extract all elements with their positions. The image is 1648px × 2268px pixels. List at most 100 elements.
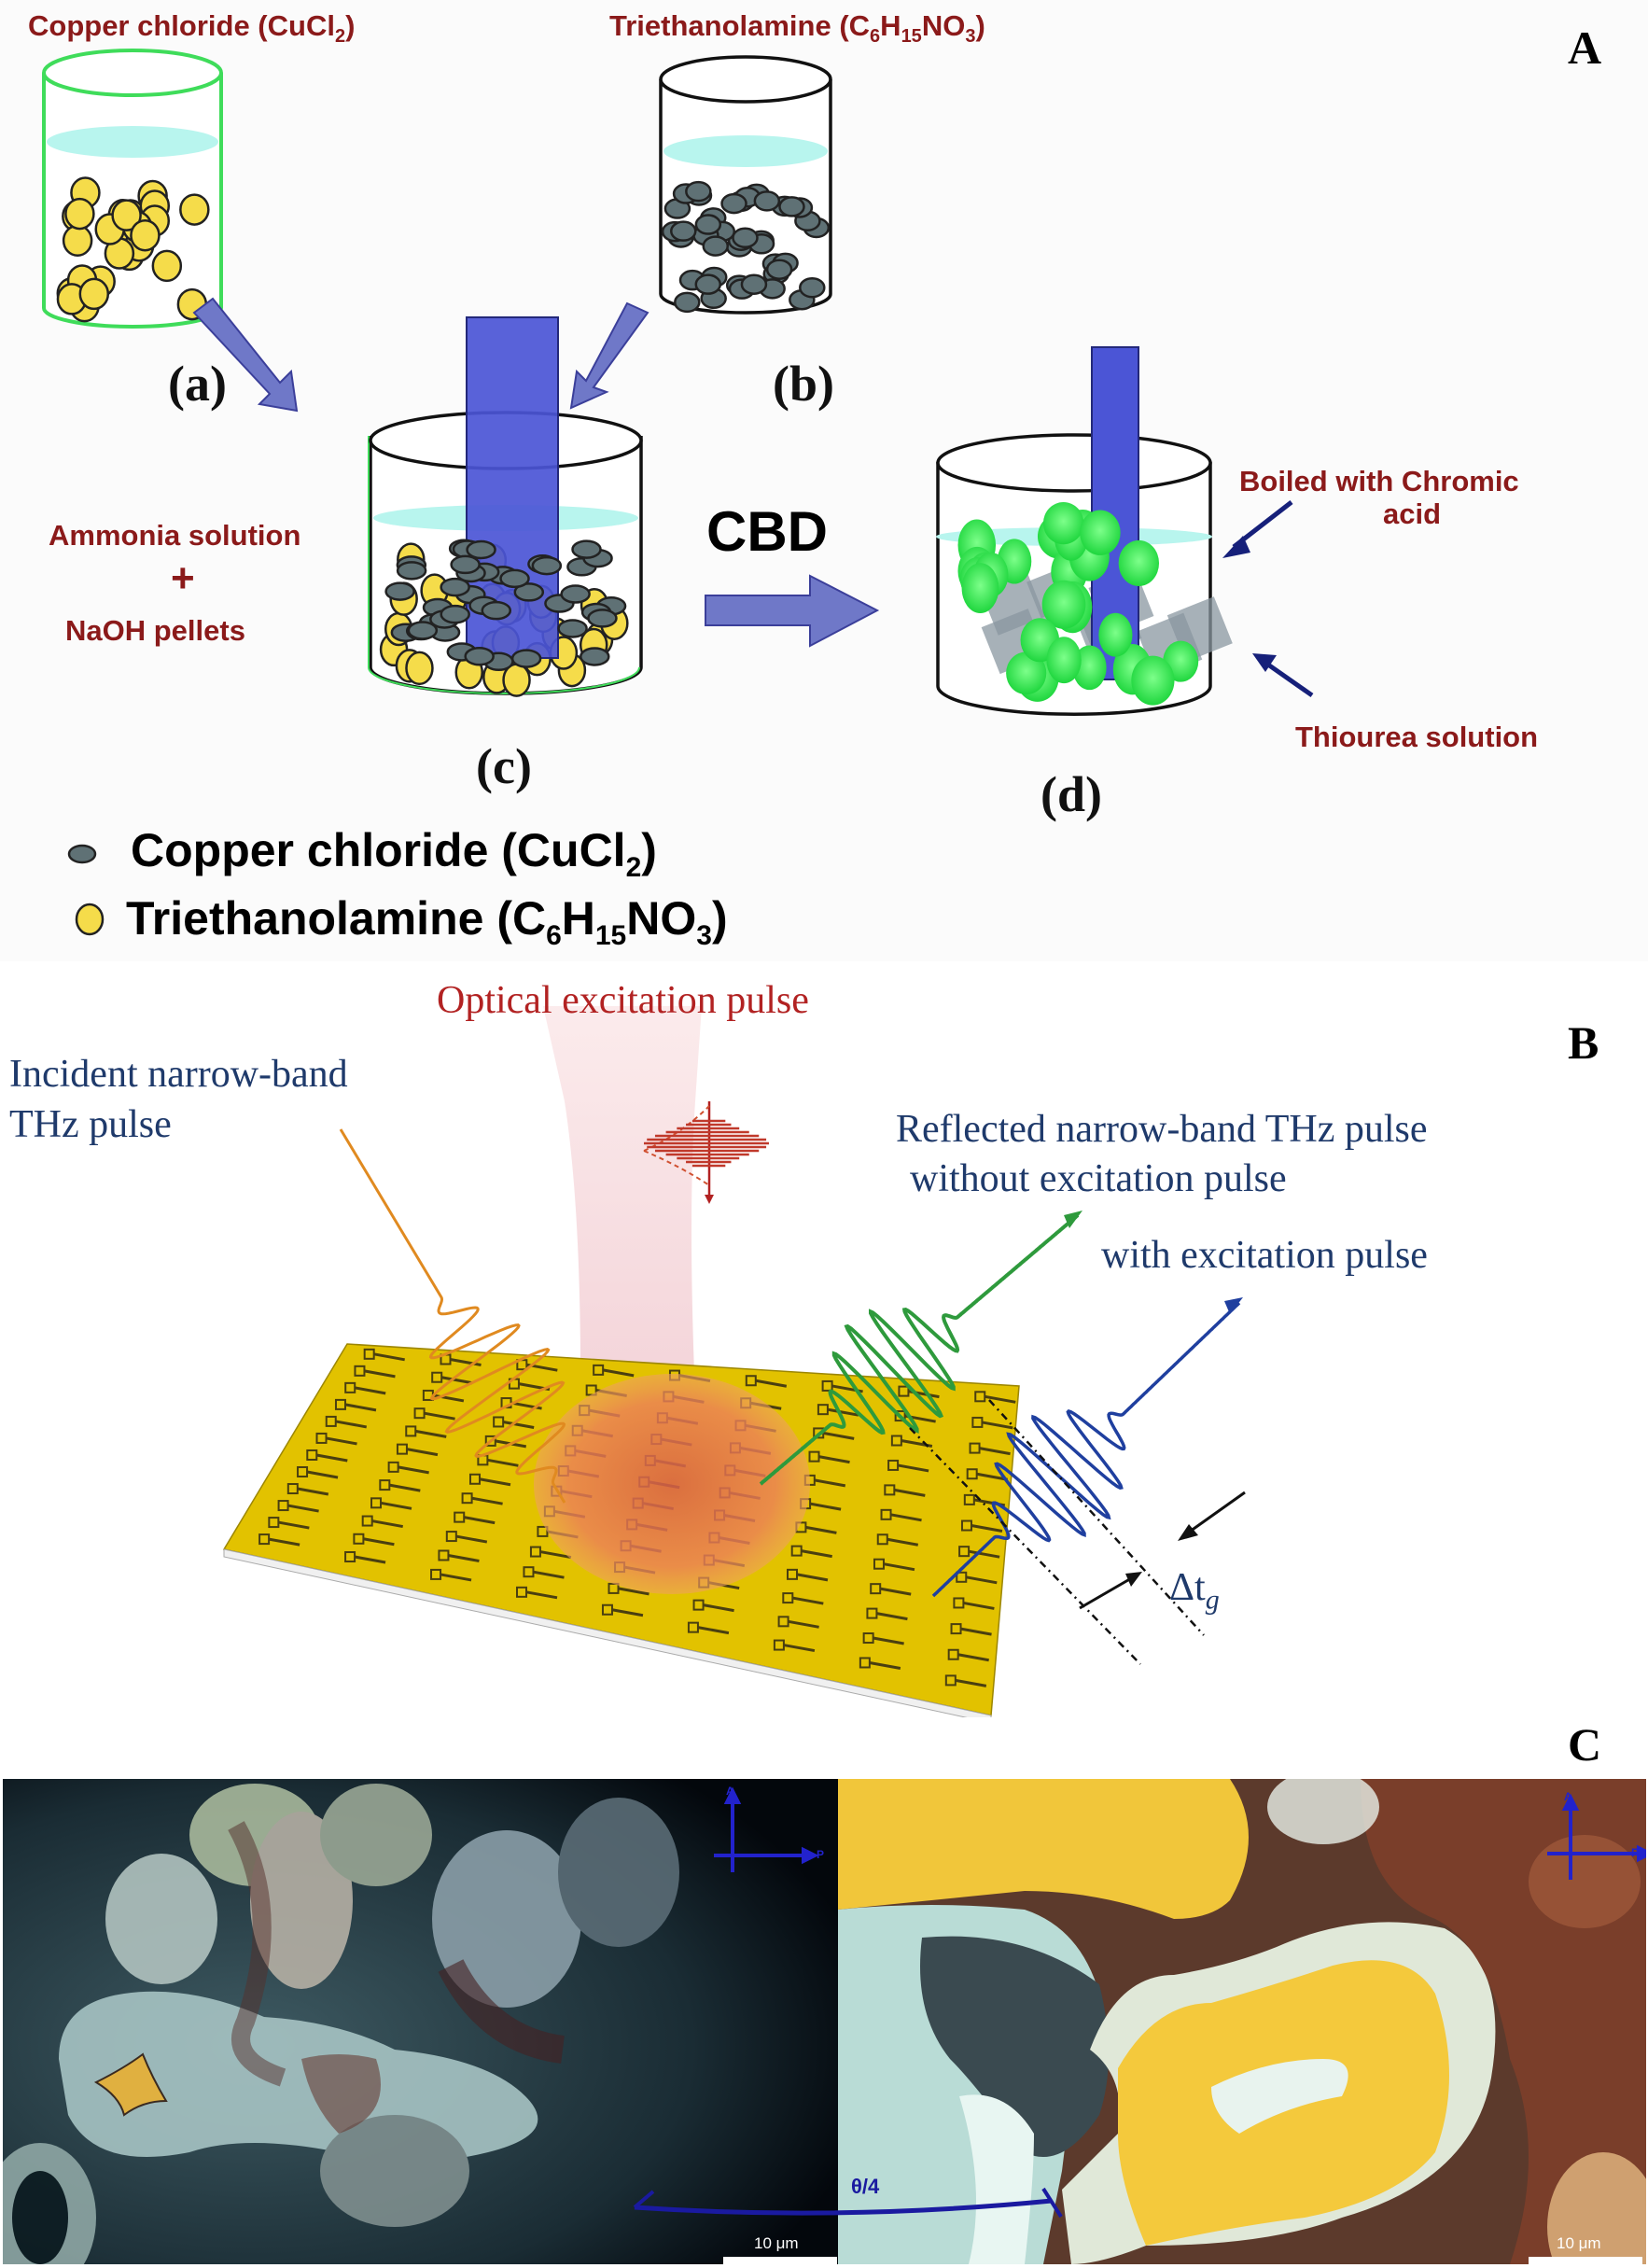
panel-letter-c: C [1568, 1718, 1602, 1771]
resonator-arm [796, 1573, 829, 1582]
reflected-label-line2: without excitation pulse [910, 1157, 1287, 1200]
resonator-arm [982, 1421, 1013, 1430]
copper-chloride-particle [396, 561, 427, 581]
polarizer-axes-icon [714, 1786, 819, 1872]
resonator-arm [818, 1455, 850, 1464]
copper-chloride-particle [732, 227, 759, 249]
polarizer-p-label: P [1631, 1846, 1640, 1859]
resonator-ring [354, 1365, 366, 1377]
micrograph-left: A P 10 μm [3, 1779, 838, 2264]
copper-chloride-particle [580, 647, 610, 666]
triethanolamine-particles [56, 176, 210, 323]
resonator-arm [869, 1661, 901, 1670]
resonator-ring [315, 1432, 328, 1444]
resonator-arm [364, 1369, 396, 1379]
resonator-arm [984, 1394, 1016, 1404]
copper-chloride-particle [531, 555, 563, 576]
resonator-arm [450, 1358, 482, 1366]
optical-excitation-label: Optical excitation pulse [437, 979, 809, 1022]
cus-product-particle [1080, 510, 1121, 555]
resonator-arm [897, 1463, 929, 1473]
optical-pulse-icon [643, 1101, 769, 1204]
cus-product-particle [1098, 612, 1133, 657]
copper-chloride-particle [440, 604, 470, 624]
resonator-arm [389, 1483, 421, 1492]
resonator-arm [335, 1420, 368, 1429]
triethanolamine-particle [151, 249, 183, 283]
resonator-arm [539, 1550, 572, 1560]
resonator-arm [879, 1587, 912, 1596]
resonator-arm [755, 1379, 788, 1388]
resonator-arm [965, 1575, 998, 1585]
resonator-ring [353, 1533, 365, 1545]
triethanolamine-particle [111, 199, 142, 231]
copper-chloride-particle [440, 577, 470, 597]
resonator-arm [316, 1453, 348, 1463]
beaker-b [659, 55, 832, 315]
resonator-arm [463, 1516, 496, 1525]
resonator-arm [611, 1608, 644, 1617]
triethanolamine-particle [62, 224, 93, 257]
resonator-arm [278, 1520, 310, 1530]
resonator-arm [326, 1436, 357, 1446]
incident-label-line1: Incident narrow-band [9, 1053, 348, 1096]
resonator-arm [440, 1573, 472, 1582]
copper-chloride-particle [720, 192, 747, 215]
resonator-arm [306, 1470, 339, 1479]
cus-product-particle [1041, 580, 1086, 629]
beaker-d [936, 346, 1233, 716]
resonator-arm [471, 1496, 503, 1505]
label-b: (b) [773, 356, 834, 412]
resonator-arm [783, 1644, 816, 1653]
beaker-a [42, 49, 223, 329]
resonator-arm [697, 1626, 730, 1635]
chromic-acid-label-2: acid [1383, 497, 1442, 530]
label-a: (a) [168, 356, 227, 412]
resonator-arm [822, 1431, 855, 1440]
copper-chloride-particle [481, 600, 512, 621]
resonator-ring [484, 1435, 496, 1447]
copper-chloride-particle [674, 291, 701, 314]
legend-copper-chloride: Copper chloride (CuCl2) [131, 824, 657, 883]
resonator-ring [431, 1371, 443, 1383]
resonator-ring [325, 1415, 337, 1427]
naoh-pellets-label: NaOH pellets [65, 614, 245, 647]
copper-chloride-particle [571, 539, 602, 559]
resonator-arm [805, 1525, 837, 1534]
resonator-arm [602, 1368, 635, 1378]
resonator-arm [406, 1448, 439, 1457]
cus-product-particle [1131, 655, 1175, 706]
resonator-ring [887, 1459, 900, 1471]
copper-chloride-particle [587, 609, 618, 628]
resonator-ring [894, 1410, 906, 1422]
ammonia-solution-label: Ammonia solution [49, 519, 301, 552]
rotation-angle-label: θ/4 [851, 2175, 880, 2198]
legend-marker-triethanolamine [75, 903, 105, 936]
resonator-arm [809, 1502, 842, 1511]
panel-c-micrographs: C [0, 1717, 1648, 2268]
resonator-arm [979, 1447, 1011, 1456]
copper-chloride-particle [778, 196, 805, 217]
resonator-ring [821, 1379, 833, 1392]
resonator-arm [398, 1465, 429, 1475]
scale-bar-right [1529, 2257, 1642, 2264]
polarizer-a-label: A [1564, 1790, 1572, 1803]
liquid-surface [47, 126, 218, 158]
group-delay-label: Δtg [1169, 1566, 1220, 1616]
arrow-a-to-c [192, 297, 299, 413]
panel-letter-b: B [1568, 1016, 1599, 1069]
excitation-spot [534, 1374, 810, 1594]
beaker-c [368, 316, 643, 697]
thiourea-label: Thiourea solution [1295, 721, 1539, 753]
polarizer-p-label: P [817, 1848, 825, 1861]
polarizer-axes-icon [1547, 1793, 1646, 1880]
resonator-ring [969, 1442, 981, 1454]
resonator-arm [883, 1562, 915, 1572]
resonator-arm [792, 1596, 824, 1605]
reflected-thz-wave-with-excitation [931, 1301, 1241, 1598]
resonator-arm [968, 1549, 1000, 1559]
resonator-arm [814, 1478, 846, 1488]
resonator-arm [287, 1504, 319, 1513]
resonator-arm [455, 1534, 488, 1544]
resonator-arm [344, 1403, 377, 1412]
